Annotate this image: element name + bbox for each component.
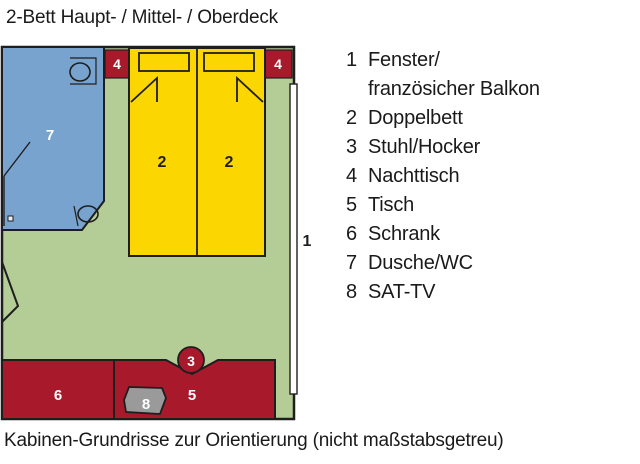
wardrobe [1,359,115,420]
label-nightstand-left: 4 [113,56,121,72]
label-nightstand-right: 4 [274,56,282,72]
legend-list: 1 Fenster/ französicher Balkon 2 Doppelb… [346,46,540,307]
legend-item: 4 Nachttisch [346,162,540,191]
legend-number: 5 [346,194,357,216]
nightstand-left [104,49,131,79]
washbasin-counter [70,57,97,85]
legend-label: Dusche/WC [368,252,473,274]
legend-label: Fenster/ [368,49,440,71]
cabin-floor-plan: 7 4 4 2 2 1 3 6 5 8 [0,45,312,421]
legend-label: Tisch [368,194,415,216]
legend-number: 1 [346,49,357,71]
legend-item: 2 Doppelbett [346,104,540,133]
label-bathroom: 7 [46,127,54,144]
caption-disclaimer: Kabinen-Grundrisse zur Orientierung (nic… [4,430,504,451]
legend-number: 8 [346,281,357,303]
label-tv: 8 [142,396,150,413]
label-bed-right: 2 [225,154,234,171]
bathroom-area [1,46,105,231]
label-chair: 3 [187,353,195,369]
blanket-fold-right [236,75,264,103]
legend-item: 3 Stuhl/Hocker [346,133,540,162]
toilet-shape [77,205,99,223]
page-title: 2-Bett Haupt- / Mittel- / Oberdeck [6,7,278,28]
shower-drain [7,215,14,222]
label-bed-left: 2 [158,154,167,171]
chair-stool [177,346,205,374]
legend-label: Doppelbett [368,107,463,129]
legend-number: 6 [346,223,357,245]
legend-item: 1 Fenster/ französicher Balkon [346,46,540,104]
toilet-tank [73,205,79,227]
legend-number: 3 [346,136,357,158]
label-table: 5 [188,387,196,404]
legend-number: 4 [346,165,357,187]
pillow-left [138,52,190,72]
door-swing [1,261,20,323]
legend-number: 2 [346,107,357,129]
legend-item: 6 Schrank [346,220,540,249]
label-window: 1 [303,233,312,250]
window-strip [289,83,298,395]
legend-label: SAT-TV [368,281,436,303]
label-wardrobe: 6 [54,387,62,404]
legend-item: 7 Dusche/WC [346,249,540,278]
washbasin-shape [69,62,91,82]
shower-outline [3,141,31,226]
legend-label: Nachttisch [368,165,460,187]
legend-item: 5 Tisch [346,191,540,220]
tv-shape [123,386,167,415]
legend-number: 7 [346,252,357,274]
legend-label: Stuhl/Hocker [368,136,481,158]
legend-label: Schrank [368,223,440,245]
nightstand-right [264,49,293,79]
legend-label-continued: französicher Balkon [368,78,540,100]
blanket-fold-left [130,75,158,103]
pillow-right [203,52,255,72]
legend-item: 8 SAT-TV [346,278,540,307]
